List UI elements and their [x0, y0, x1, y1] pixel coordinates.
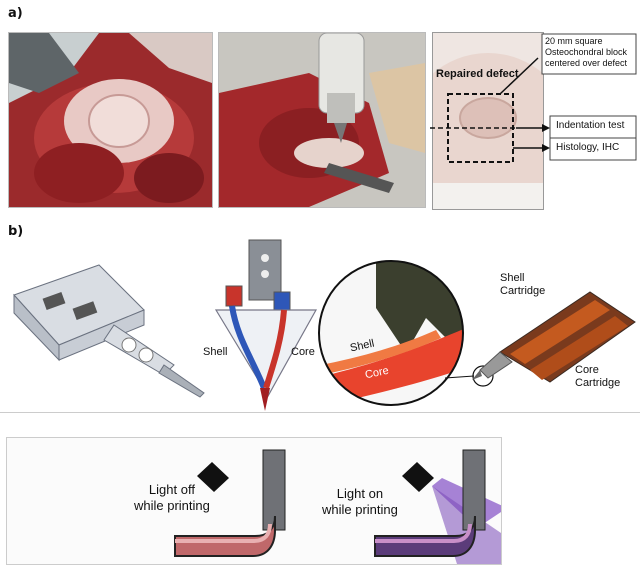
coaxial-nozzle-schematic [212, 238, 322, 413]
light-sequence-illustration [7, 438, 501, 564]
panel-b-divider [0, 412, 640, 413]
osteochondral-block-label: 20 mm square Osteochondral block centere… [545, 36, 637, 69]
light-on-line-2: while printing [322, 502, 398, 518]
surgical-photo-printing [218, 32, 426, 208]
block-label-line-2: Osteochondral block [545, 47, 637, 58]
light-sequence-frame [6, 437, 502, 565]
core-label: Core [291, 346, 315, 358]
light-on-label: Light on while printing [322, 486, 398, 518]
shell-cartridge-line-1: Shell [500, 272, 545, 285]
shell-cartridge-label: Shell Cartridge [500, 272, 545, 298]
core-cartridge-line-1: Core [575, 364, 620, 377]
panel-label-b: b) [8, 224, 23, 239]
light-on-line-1: Light on [322, 486, 398, 502]
core-cartridge-label: Core Cartridge [575, 364, 620, 390]
handheld-printer-illustration [4, 255, 214, 405]
surgical-photo-defect [8, 32, 213, 208]
shell-label: Shell [203, 346, 227, 358]
light-off-label: Light off while printing [134, 482, 210, 514]
light-on-lamp-icon [402, 462, 434, 492]
histology-label: Histology, IHC [556, 142, 619, 153]
block-label-line-1: 20 mm square [545, 36, 637, 47]
core-cartridge-line-2: Cartridge [575, 377, 620, 390]
indentation-test-label: Indentation test [556, 120, 624, 131]
panel-label-a: a) [8, 6, 23, 21]
block-label-line-3: centered over defect [545, 58, 637, 69]
repaired-defect-label: Repaired defect [436, 68, 519, 80]
shell-cartridge-line-2: Cartridge [500, 285, 545, 298]
light-off-line-2: while printing [134, 498, 210, 514]
light-off-line-1: Light off [134, 482, 210, 498]
